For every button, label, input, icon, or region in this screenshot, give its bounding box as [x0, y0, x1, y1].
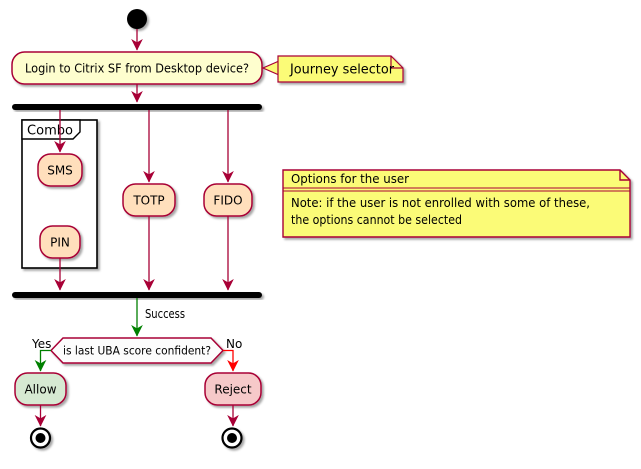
totp-activity-label: TOTP [132, 194, 164, 208]
edge-yes-to-allow [34, 349, 51, 372]
options-note-body-line1: Note: if the user is not enrolled with s… [291, 195, 590, 210]
decision-yes-label: Yes [31, 337, 51, 351]
options-note-body-line2: the options cannot be selected [291, 212, 462, 227]
sms-activity-label: SMS [47, 164, 73, 178]
edge-no-to-reject [223, 349, 239, 372]
fido-activity-label: FIDO [213, 194, 242, 208]
reject-activity-label: Reject [214, 383, 251, 397]
journey-note-label: Journey selector [289, 63, 395, 78]
start-node [127, 9, 147, 29]
options-note: Options for the user Note: if the user i… [282, 169, 631, 238]
fork-bar-top [12, 104, 262, 110]
journey-note-pointer [261, 60, 280, 76]
end-node-reject [221, 427, 243, 449]
decision-no-label: No [226, 337, 242, 351]
combo-partition-tab [21, 119, 81, 140]
options-note-body [282, 169, 631, 238]
options-note-fold [619, 170, 630, 181]
options-note-title: Options for the user [291, 171, 410, 186]
pin-activity-label: PIN [50, 236, 70, 250]
journey-selector-note: Journey selector [261, 55, 404, 83]
sms-activity [37, 153, 83, 187]
join-bar-bottom [12, 292, 262, 298]
journey-note-fold [390, 56, 403, 69]
decision-question-label: is last UBA score confident? [63, 344, 211, 358]
end-node-allow [29, 427, 52, 449]
allow-activity-label: Allow [24, 383, 56, 397]
success-edge-label: Success [145, 307, 185, 321]
login-activity-label: Login to Citrix SF from Desktop device? [25, 62, 249, 76]
combo-partition-label: Combo [27, 124, 73, 139]
journey-note-body [277, 55, 404, 83]
